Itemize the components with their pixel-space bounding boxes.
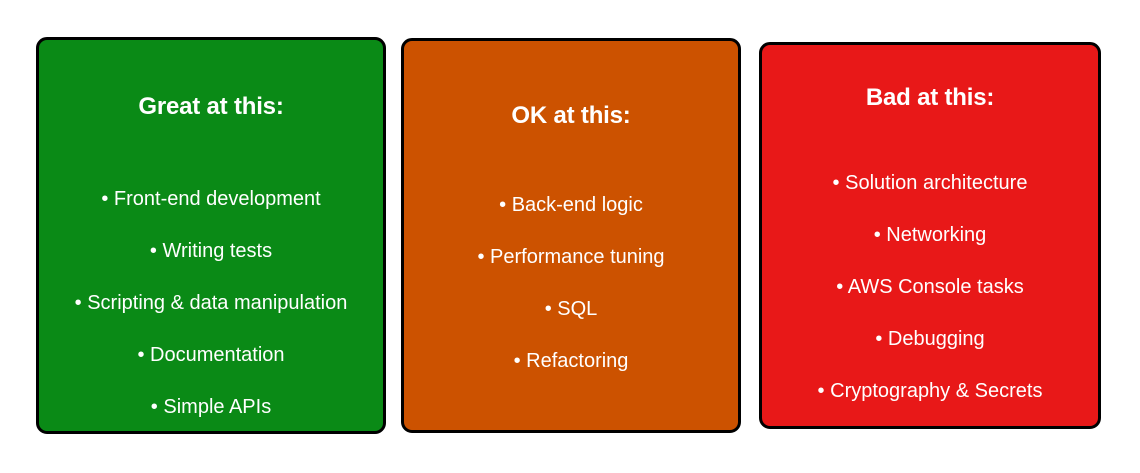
list-item: • Cryptography & Secrets	[762, 379, 1098, 403]
list-item-label: SQL	[557, 297, 598, 320]
list-item-label: Front-end development	[113, 187, 321, 210]
list-item: • SQL	[404, 297, 738, 321]
list-item-label: Writing tests	[162, 239, 273, 262]
list-item-label: Networking	[886, 223, 987, 246]
bullet-icon: •	[513, 349, 521, 372]
card-bad-title: Bad at this:	[865, 84, 995, 111]
list-item: • Performance tuning	[404, 245, 738, 269]
card-great-list: • Front-end development • Writing tests …	[39, 187, 383, 431]
list-item: • Debugging	[762, 327, 1098, 351]
card-bad-at-this: Bad at this: • Solution architecture • N…	[759, 42, 1101, 429]
list-item: • Scripting & data manipulation	[39, 291, 383, 315]
bullet-icon: •	[101, 187, 109, 210]
bullet-icon: •	[832, 171, 840, 194]
list-item: • Simple APIs	[39, 395, 383, 419]
list-item-label: Performance tuning	[490, 245, 665, 268]
bullet-icon: •	[875, 327, 883, 350]
bullet-icon: •	[817, 379, 825, 402]
list-item-label: Simple APIs	[163, 395, 272, 418]
list-item: • AWS Console tasks	[762, 275, 1098, 299]
list-item: • Writing tests	[39, 239, 383, 263]
bullet-icon: •	[873, 223, 881, 246]
bullet-icon: •	[836, 275, 844, 298]
card-great-at-this: Great at this: • Front-end development •…	[36, 37, 386, 434]
list-item: • Front-end development	[39, 187, 383, 211]
list-item: • Back-end logic	[404, 193, 738, 217]
bullet-icon: •	[149, 239, 157, 262]
list-item: • Solution architecture	[762, 171, 1098, 195]
bullet-icon: •	[499, 193, 507, 216]
list-item-label: Solution architecture	[845, 171, 1028, 194]
bullet-icon: •	[150, 395, 158, 418]
list-item: • Networking	[762, 223, 1098, 247]
card-ok-at-this: OK at this: • Back-end logic • Performan…	[401, 38, 741, 433]
bullet-icon: •	[137, 343, 145, 366]
card-bad-list: • Solution architecture • Networking • A…	[762, 171, 1098, 426]
card-great-title: Great at this:	[138, 93, 284, 120]
list-item-label: Back-end logic	[511, 193, 643, 216]
list-item-label: Debugging	[887, 327, 985, 350]
list-item-label: Documentation	[150, 343, 285, 366]
list-item-label: AWS Console tasks	[847, 275, 1024, 298]
bullet-icon: •	[544, 297, 552, 320]
bullet-icon: •	[74, 291, 82, 314]
list-item-label: Cryptography & Secrets	[830, 379, 1043, 402]
list-item: • Refactoring	[404, 349, 738, 373]
card-ok-title: OK at this:	[511, 102, 631, 129]
list-item: • Documentation	[39, 343, 383, 367]
bullet-icon: •	[477, 245, 485, 268]
list-item-label: Refactoring	[526, 349, 629, 372]
card-ok-list: • Back-end logic • Performance tuning • …	[404, 193, 738, 401]
list-item-label: Scripting & data manipulation	[87, 291, 348, 314]
